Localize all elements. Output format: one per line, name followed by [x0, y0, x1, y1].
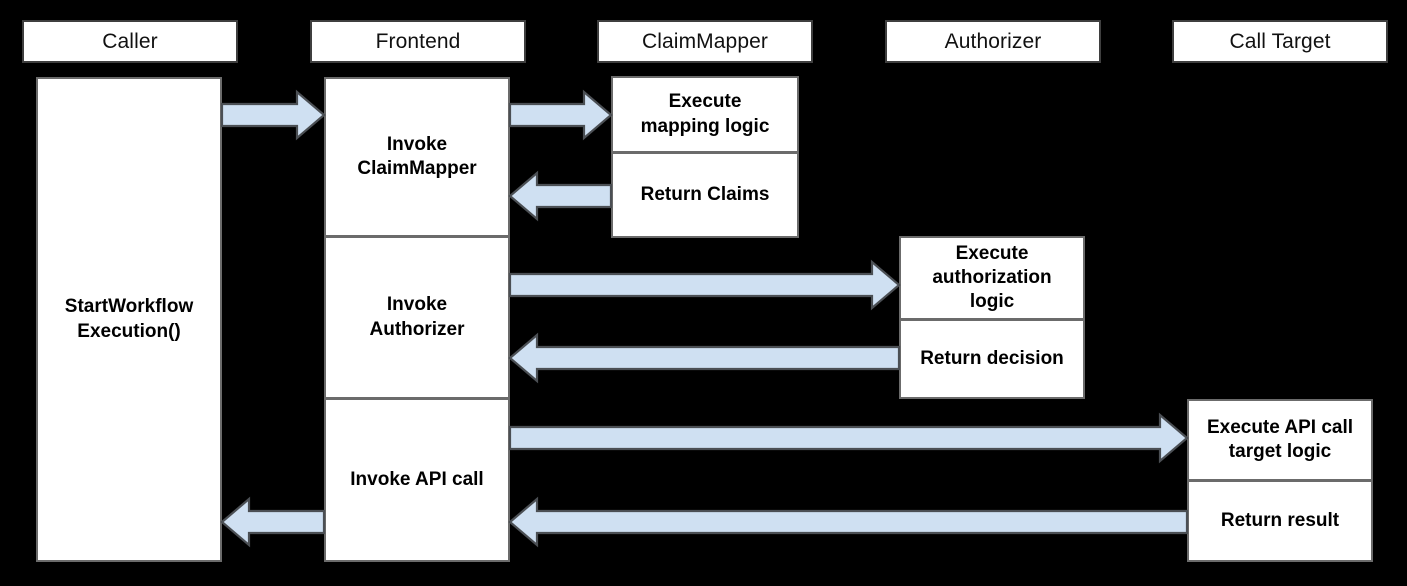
activation-label: StartWorkflow Execution()	[64, 296, 194, 342]
lifeline-header-calltarget: Call Target	[1172, 20, 1388, 63]
activation-caller-start: StartWorkflow Execution()	[36, 77, 222, 562]
activation-label: Execute API call target logic	[1206, 416, 1354, 462]
lifeline-header-caller: Caller	[22, 20, 238, 63]
message-arrow-caller-to-frontend	[220, 89, 326, 141]
activation-label: Return result	[1220, 509, 1340, 531]
message-arrow-claimmapper-to-frontend	[508, 170, 613, 222]
activation-label: Return decision	[920, 347, 1064, 369]
activation-claimmapper-execute: Execute mapping logic	[611, 76, 799, 153]
activation-frontend-invoke-apicall: Invoke API call	[324, 398, 510, 562]
activation-label: Invoke ClaimMapper	[357, 133, 477, 179]
activation-calltarget-execute: Execute API call target logic	[1187, 399, 1373, 481]
message-arrow-frontend-to-caller	[220, 496, 326, 548]
lifeline-header-label: Frontend	[375, 29, 461, 53]
message-arrow-frontend-to-calltarget	[508, 412, 1189, 464]
activation-label: Return Claims	[640, 183, 770, 205]
lifeline-header-label: ClaimMapper	[642, 29, 768, 53]
message-arrow-frontend-to-authorizer	[508, 259, 901, 311]
lifeline-header-label: Caller	[102, 29, 158, 53]
message-arrow-calltarget-to-frontend	[508, 496, 1189, 548]
lifeline-header-label: Authorizer	[944, 29, 1042, 53]
message-arrow-authorizer-to-frontend	[508, 332, 901, 384]
lifeline-header-authorizer: Authorizer	[885, 20, 1101, 63]
message-arrow-frontend-to-claimmapper	[508, 89, 613, 141]
activation-authorizer-return: Return decision	[899, 319, 1085, 399]
lifeline-header-claimmapper: ClaimMapper	[597, 20, 813, 63]
activation-label: Invoke API call	[350, 468, 484, 490]
activation-label: Execute mapping logic	[640, 91, 770, 137]
activation-label: Invoke Authorizer	[369, 294, 465, 340]
lifeline-header-label: Call Target	[1229, 29, 1331, 53]
lifeline-header-frontend: Frontend	[310, 20, 526, 63]
activation-authorizer-execute: Execute authorization logic	[899, 236, 1085, 320]
activation-frontend-invoke-claimmapper: Invoke ClaimMapper	[324, 77, 510, 237]
activation-calltarget-return: Return result	[1187, 480, 1373, 562]
activation-label: Execute authorization logic	[932, 242, 1052, 313]
activation-claimmapper-return: Return Claims	[611, 152, 799, 238]
activation-frontend-invoke-authorizer: Invoke Authorizer	[324, 236, 510, 399]
